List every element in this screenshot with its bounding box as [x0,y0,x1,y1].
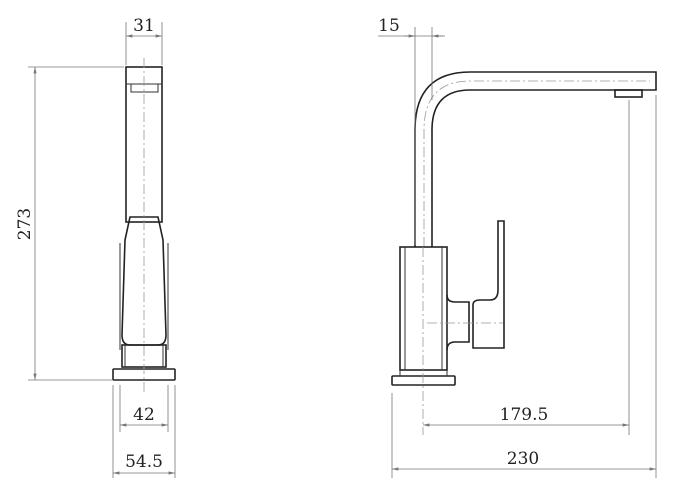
side-view: 15 179.5 230 [378,16,657,478]
dim-label-273: 273 [15,208,35,240]
dim-label-31: 31 [133,16,155,36]
side-base-plate [391,375,456,386]
side-body [399,246,448,371]
front-view: 31 273 42 54.5 [15,16,176,478]
side-spout-centerline [423,80,650,247]
dim-label-15: 15 [378,16,400,36]
dim-label-54-5: 54.5 [125,452,163,472]
dim-height: 273 [15,66,124,381]
dim-label-179-5: 179.5 [500,405,549,425]
dim-pipe-width: 15 [378,16,445,245]
side-handle-lever [472,220,505,349]
side-aerator [614,89,643,98]
dim-body-width: 42 [119,385,169,432]
front-aerator [130,83,159,93]
dim-spout-reach: 179.5 [423,100,630,435]
side-spout [414,71,657,247]
dim-label-42: 42 [133,405,155,425]
side-handle-stub [446,294,470,351]
dim-base-width: 54.5 [112,385,176,478]
dim-top-width: 31 [125,16,163,65]
dim-label-230: 230 [507,449,539,469]
dim-overall-length: 230 [391,95,657,478]
